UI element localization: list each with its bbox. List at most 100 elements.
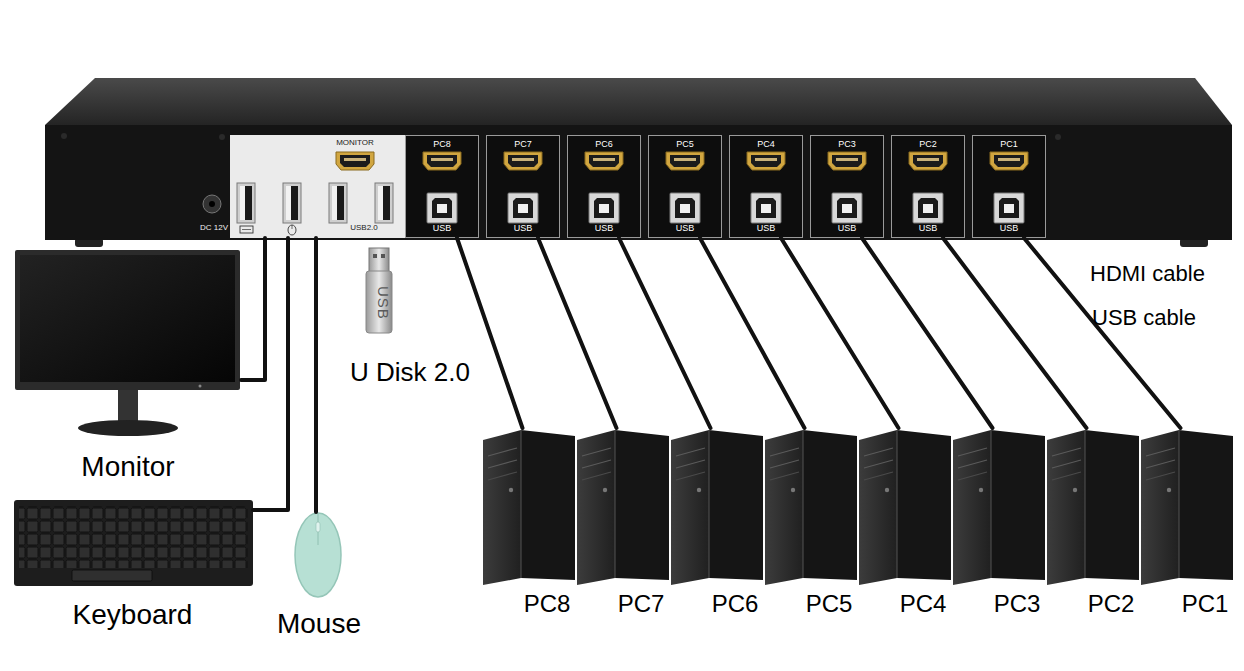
device-label: PC5: [782, 590, 876, 618]
kvm-switch: DC 12VMONITORUSB2.0PC8USBPC7USBPC6USBPC5…: [45, 125, 1232, 240]
usb-b-port: [589, 193, 619, 223]
device-label: USB: [568, 223, 640, 233]
dc-jack: [203, 195, 221, 213]
pc-tower-shape: [671, 430, 763, 585]
cable-legend-note: USB cable: [1092, 305, 1242, 330]
pc-tower: PC2: [1047, 428, 1141, 620]
usb-b-port: [427, 193, 457, 223]
device-label: PC6: [688, 590, 782, 618]
device-label: PC1: [973, 139, 1045, 149]
usb-b-port: [994, 193, 1024, 223]
cable: [862, 238, 992, 428]
monitor-base: [78, 420, 178, 436]
pc-tower-shape: [953, 430, 1045, 585]
space-bar: [72, 570, 152, 581]
pc-tower: PC8: [483, 428, 577, 620]
mouse-icon: [288, 225, 296, 235]
screw: [61, 133, 67, 139]
pc-tower: PC7: [577, 428, 671, 620]
device-label: MONITOR: [328, 138, 382, 147]
dc-jack-pin: [209, 201, 215, 207]
device-label: PC7: [487, 139, 559, 149]
device-label: PC2: [892, 139, 964, 149]
mouse: Mouse: [265, 512, 373, 645]
keyboard-icon: [242, 229, 251, 230]
usb-b-port: [508, 193, 538, 223]
device-label: Monitor: [15, 451, 241, 483]
usb-b-port: [832, 193, 862, 223]
device-label: PC1: [1158, 590, 1244, 618]
device-label: Keyboard: [12, 599, 253, 631]
monitor-screen: [20, 255, 235, 382]
hdmi-port: [909, 152, 947, 170]
usb-a-port: [283, 183, 301, 223]
cable: [619, 238, 710, 428]
hdmi-port: [990, 152, 1028, 170]
usb-b-port: [913, 193, 943, 223]
cable: [314, 238, 318, 512]
usb-a-port: [237, 183, 255, 223]
hdmi-port: [336, 152, 374, 170]
usb-b-port: [751, 193, 781, 223]
pc-tower-shape: [1047, 430, 1139, 585]
pc-tower: PC5: [765, 428, 859, 620]
device-label: PC2: [1064, 590, 1158, 618]
hdmi-port: [666, 152, 704, 170]
pc-tower-shape: [1141, 430, 1233, 585]
hdmi-port: [585, 152, 623, 170]
mouse-icon: [292, 225, 293, 229]
pc-tower: PC4: [859, 428, 953, 620]
device-label: USB2.0: [336, 223, 392, 232]
scroll-wheel: [316, 522, 320, 532]
usb-b-port: [670, 193, 700, 223]
connector-hole: [373, 254, 377, 258]
pc-tower-shape: [483, 430, 575, 585]
device-label: USB: [811, 223, 883, 233]
device-label: PC6: [568, 139, 640, 149]
connector-hole: [381, 254, 385, 258]
device-label: USB: [892, 223, 964, 233]
device-label: PC7: [594, 590, 688, 618]
cable: [538, 238, 616, 428]
chassis-top: [45, 78, 1232, 125]
screw: [1055, 134, 1061, 140]
keyboard-keys: [19, 506, 248, 568]
mouse-body: [295, 513, 341, 597]
usb-a-port: [329, 183, 347, 223]
cable: [457, 238, 522, 428]
cable: [253, 238, 288, 510]
monitor-neck: [118, 390, 138, 422]
cable: [943, 238, 1086, 428]
usb-connector: [369, 248, 389, 272]
device-label: PC3: [811, 139, 883, 149]
hdmi-port: [747, 152, 785, 170]
usb-stick-body: [366, 271, 392, 333]
power-led: [199, 385, 202, 388]
device-label: PC4: [730, 139, 802, 149]
keyboard-body: [14, 500, 253, 586]
pc-tower: PC3: [953, 428, 1047, 620]
device-label: USB: [973, 223, 1045, 233]
device-label: PC5: [649, 139, 721, 149]
device-label: U Disk 2.0: [330, 358, 490, 388]
keyboard-icon: [240, 226, 253, 233]
monitor-bezel: [15, 250, 240, 390]
device-label: USB: [649, 223, 721, 233]
keyboard: Keyboard: [12, 498, 253, 638]
device-label: PC8: [406, 139, 478, 149]
device-label: PC8: [500, 590, 594, 618]
cable-legend-note: HDMI cable: [1090, 261, 1240, 286]
device-print: USB: [366, 276, 392, 330]
usb-a-port: [375, 183, 393, 223]
pc-tower-shape: [577, 430, 669, 585]
device-label: Mouse: [265, 608, 373, 640]
device-label: USB: [406, 223, 478, 233]
screw: [219, 134, 225, 140]
cable: [700, 238, 804, 428]
pc-tower: PC6: [671, 428, 765, 620]
monitor: Monitor: [15, 248, 241, 486]
device-label: PC3: [970, 590, 1064, 618]
